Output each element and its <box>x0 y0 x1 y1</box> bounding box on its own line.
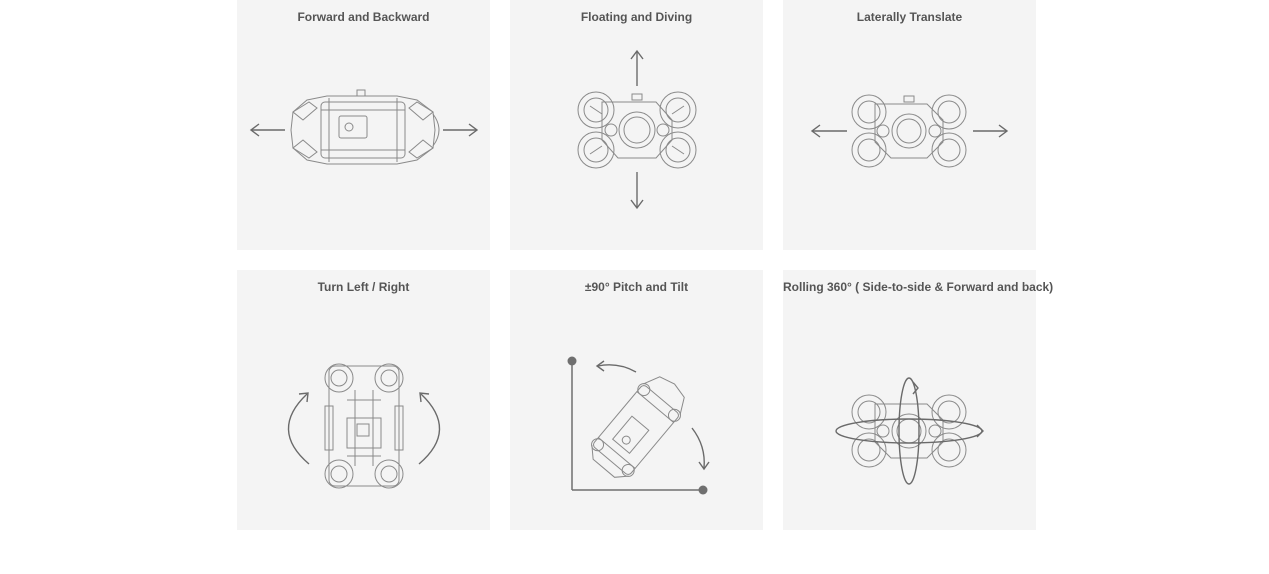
rov-front-illustration-vertical <box>577 49 697 210</box>
rotate-left-arrow-icon <box>287 392 310 465</box>
arrow-down-icon <box>630 172 644 210</box>
rov-rolling-illustration <box>835 377 984 485</box>
card-title: Forward and Backward <box>297 10 430 24</box>
rov-icon <box>290 89 440 165</box>
rov-pitch-illustration <box>567 356 710 495</box>
tilt-arrow-right-icon <box>691 427 710 471</box>
card-title: Rolling 360° ( Side-to-side & Forward an… <box>783 280 1054 294</box>
rov-icon <box>577 91 697 169</box>
rov-icon <box>851 94 967 168</box>
card-title: ±90° Pitch and Tilt <box>584 280 689 294</box>
card-laterally-translate: Laterally Translate <box>783 0 1036 250</box>
tilt-arrow-top-icon <box>595 360 637 373</box>
arrow-up-icon <box>630 49 644 86</box>
arrow-right-icon <box>443 123 479 137</box>
card-floating-diving: Floating and Diving <box>510 0 763 250</box>
rov-icon <box>324 363 404 489</box>
card-title: Floating and Diving <box>580 10 693 24</box>
roll-horizontal-ring-icon <box>835 418 984 444</box>
rov-front-illustration-lateral <box>810 94 1009 168</box>
card-title: Turn Left / Right <box>317 280 410 294</box>
card-title: Laterally Translate <box>856 10 963 24</box>
rov-side-illustration <box>249 89 479 165</box>
rotate-right-arrow-icon <box>418 392 441 465</box>
roll-vertical-ring-icon <box>898 377 920 485</box>
rov-icon <box>591 376 685 478</box>
rov-top-illustration-rotate <box>287 363 441 489</box>
card-turn-left-right: Turn Left / Right <box>237 270 490 530</box>
arrow-left-icon <box>810 124 847 138</box>
rov-icon <box>851 394 967 468</box>
card-rolling-360: Rolling 360° ( Side-to-side & Forward an… <box>783 270 1054 530</box>
axis-icon <box>567 356 708 495</box>
card-forward-backward: Forward and Backward <box>237 0 490 250</box>
arrow-left-icon <box>249 123 285 137</box>
arrow-right-icon <box>973 124 1009 138</box>
card-pitch-tilt: ±90° Pitch and Tilt <box>510 270 763 530</box>
